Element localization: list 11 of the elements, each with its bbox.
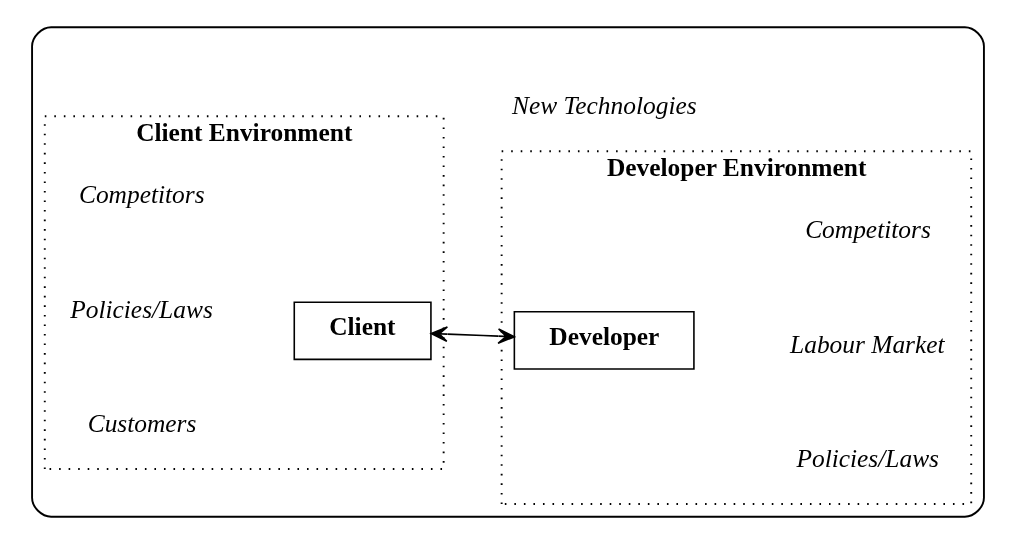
arrow — [430, 326, 515, 345]
node-box: Client — [293, 301, 432, 361]
label: Policies/Laws — [796, 444, 939, 473]
label: Customers — [87, 409, 197, 438]
cluster — [31, 26, 985, 518]
label: Labour Market — [790, 329, 945, 358]
label: Competitors — [805, 215, 931, 244]
label: Policies/Laws — [70, 294, 213, 323]
label: Competitors — [78, 180, 205, 209]
label: New Technologies — [511, 91, 697, 120]
node-box: Developer — [513, 310, 695, 370]
